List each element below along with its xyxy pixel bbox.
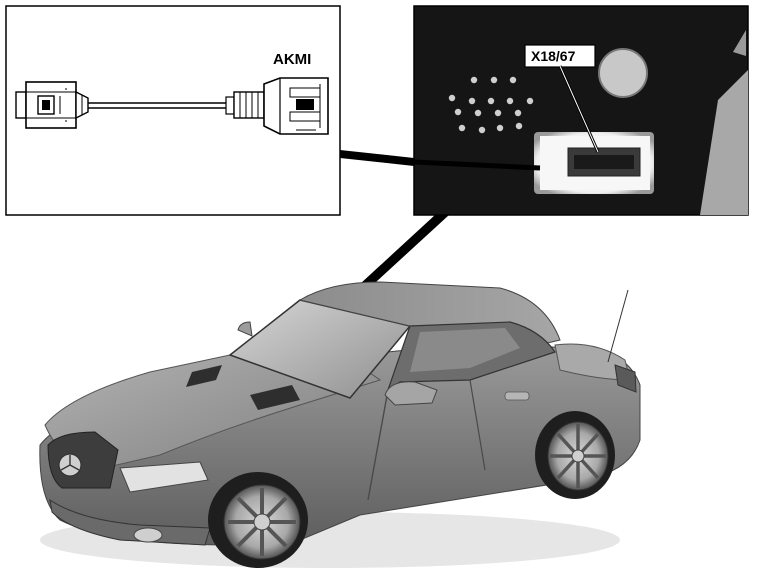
cable-label: AKMI (273, 51, 311, 68)
rear-wheel (535, 411, 615, 499)
front-wheel (208, 472, 308, 568)
photo-inset: X18/67 (413, 5, 749, 216)
speaker-grille (448, 76, 534, 134)
hood-vent-right (250, 385, 300, 410)
fog-light (133, 527, 163, 543)
akmi-connector-icon (225, 77, 329, 135)
car-illustration (39, 281, 641, 568)
door-handle (504, 391, 530, 401)
cable-line (88, 102, 226, 109)
rear-light (614, 364, 637, 393)
trim-panel (700, 70, 748, 215)
antenna (607, 289, 629, 363)
side-mirror (384, 381, 438, 406)
headlight (119, 461, 209, 493)
connector-label: X18/67 (531, 48, 576, 64)
left-connector-icon (15, 81, 89, 129)
hood-vent-left (186, 365, 222, 387)
cable-inset: AKMI (5, 5, 341, 216)
round-plug (599, 49, 647, 97)
